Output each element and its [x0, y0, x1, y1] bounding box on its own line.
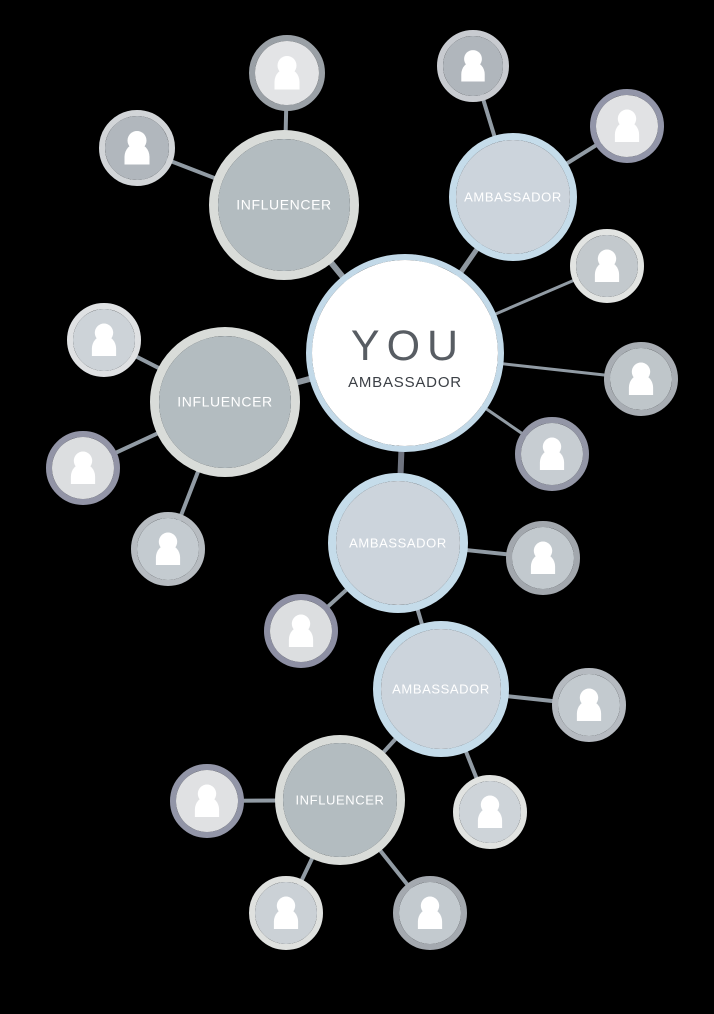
- influencer-top-left[interactable]: INFLUENCER: [209, 130, 359, 280]
- influencer-bottom[interactable]: INFLUENCER: [275, 735, 405, 865]
- edge-ambassador-top-right-to-avatar-amb-top: [479, 90, 498, 143]
- avatar-amb-low-below[interactable]: [453, 775, 527, 849]
- you-title: YOU: [351, 322, 465, 370]
- person-icon: [155, 532, 181, 565]
- avatar-right-upper[interactable]: [570, 229, 644, 303]
- avatar-amb-low-right[interactable]: [552, 668, 626, 742]
- nodes-layer: INFLUENCER INFLUENCER AMBASSADOR AMBASSADOR…: [46, 30, 678, 950]
- avatar-inf-bot-left2[interactable]: [249, 876, 323, 950]
- avatar-left-lower[interactable]: [46, 431, 120, 505]
- ambassador-middle-label: AMBASSADOR: [349, 535, 447, 550]
- avatar-left-bottom[interactable]: [131, 512, 205, 586]
- person-icon: [594, 249, 620, 282]
- avatar-inf-bot-right[interactable]: [393, 876, 467, 950]
- ambassador-middle[interactable]: AMBASSADOR: [328, 473, 468, 613]
- you-subtitle: AMBASSADOR: [348, 374, 462, 391]
- person-icon: [614, 109, 640, 142]
- person-icon: [477, 795, 503, 828]
- person-icon: [194, 784, 220, 817]
- avatar-amb-top[interactable]: [437, 30, 509, 102]
- influencer-left-label: INFLUENCER: [177, 394, 272, 410]
- person-icon: [288, 614, 314, 647]
- person-icon: [274, 56, 300, 90]
- avatar-amb-upper-right[interactable]: [590, 89, 664, 163]
- person-icon: [461, 50, 485, 82]
- edge-you-node-to-avatar-right-upper: [489, 275, 582, 318]
- edge-you-node-to-avatar-right-lower: [480, 404, 530, 440]
- person-icon: [91, 323, 117, 356]
- edge-influencer-left-to-avatar-left-lower: [107, 429, 164, 458]
- ambassador-lower-label: AMBASSADOR: [392, 681, 490, 696]
- ambassador-top-right[interactable]: AMBASSADOR: [449, 133, 577, 261]
- avatar-inf-bottom-left[interactable]: [170, 764, 244, 838]
- person-icon: [417, 896, 443, 929]
- avatar-top-center[interactable]: [249, 35, 325, 111]
- edge-influencer-top-left-to-avatar-upper-left: [162, 156, 221, 182]
- edge-ambassador-lower-to-avatar-amb-low-right: [501, 693, 563, 704]
- edge-ambassador-middle-to-avatar-amb-mid-right: [460, 547, 517, 558]
- ambassador-top-right-label: AMBASSADOR: [464, 189, 562, 204]
- avatar-upper-left[interactable]: [99, 110, 175, 186]
- edge-influencer-left-to-avatar-left-bottom: [176, 465, 202, 524]
- influencer-bottom-label: INFLUENCER: [295, 792, 384, 807]
- edge-you-node-to-avatar-right-mid: [496, 361, 614, 378]
- you-node[interactable]: YOU AMBASSADOR: [306, 254, 504, 452]
- person-icon: [576, 688, 602, 721]
- influencer-left[interactable]: INFLUENCER: [150, 327, 300, 477]
- person-icon: [539, 437, 565, 470]
- edge-influencer-bottom-to-avatar-inf-bot-right: [375, 844, 414, 893]
- avatar-amb-mid-left[interactable]: [264, 594, 338, 668]
- edge-you-node-to-ambassador-top-right: [456, 243, 482, 279]
- person-icon: [628, 362, 654, 395]
- avatar-left-upper[interactable]: [67, 303, 141, 377]
- avatar-right-mid[interactable]: [604, 342, 678, 416]
- ambassador-lower[interactable]: AMBASSADOR: [373, 621, 509, 757]
- person-icon: [530, 541, 556, 574]
- person-icon: [70, 451, 96, 484]
- avatar-right-lower[interactable]: [515, 417, 589, 491]
- edge-you-node-to-ambassador-middle: [397, 443, 405, 482]
- avatar-amb-mid-right[interactable]: [506, 521, 580, 595]
- person-icon: [124, 131, 150, 165]
- person-icon: [273, 896, 299, 929]
- influencer-top-left-label: INFLUENCER: [236, 197, 331, 213]
